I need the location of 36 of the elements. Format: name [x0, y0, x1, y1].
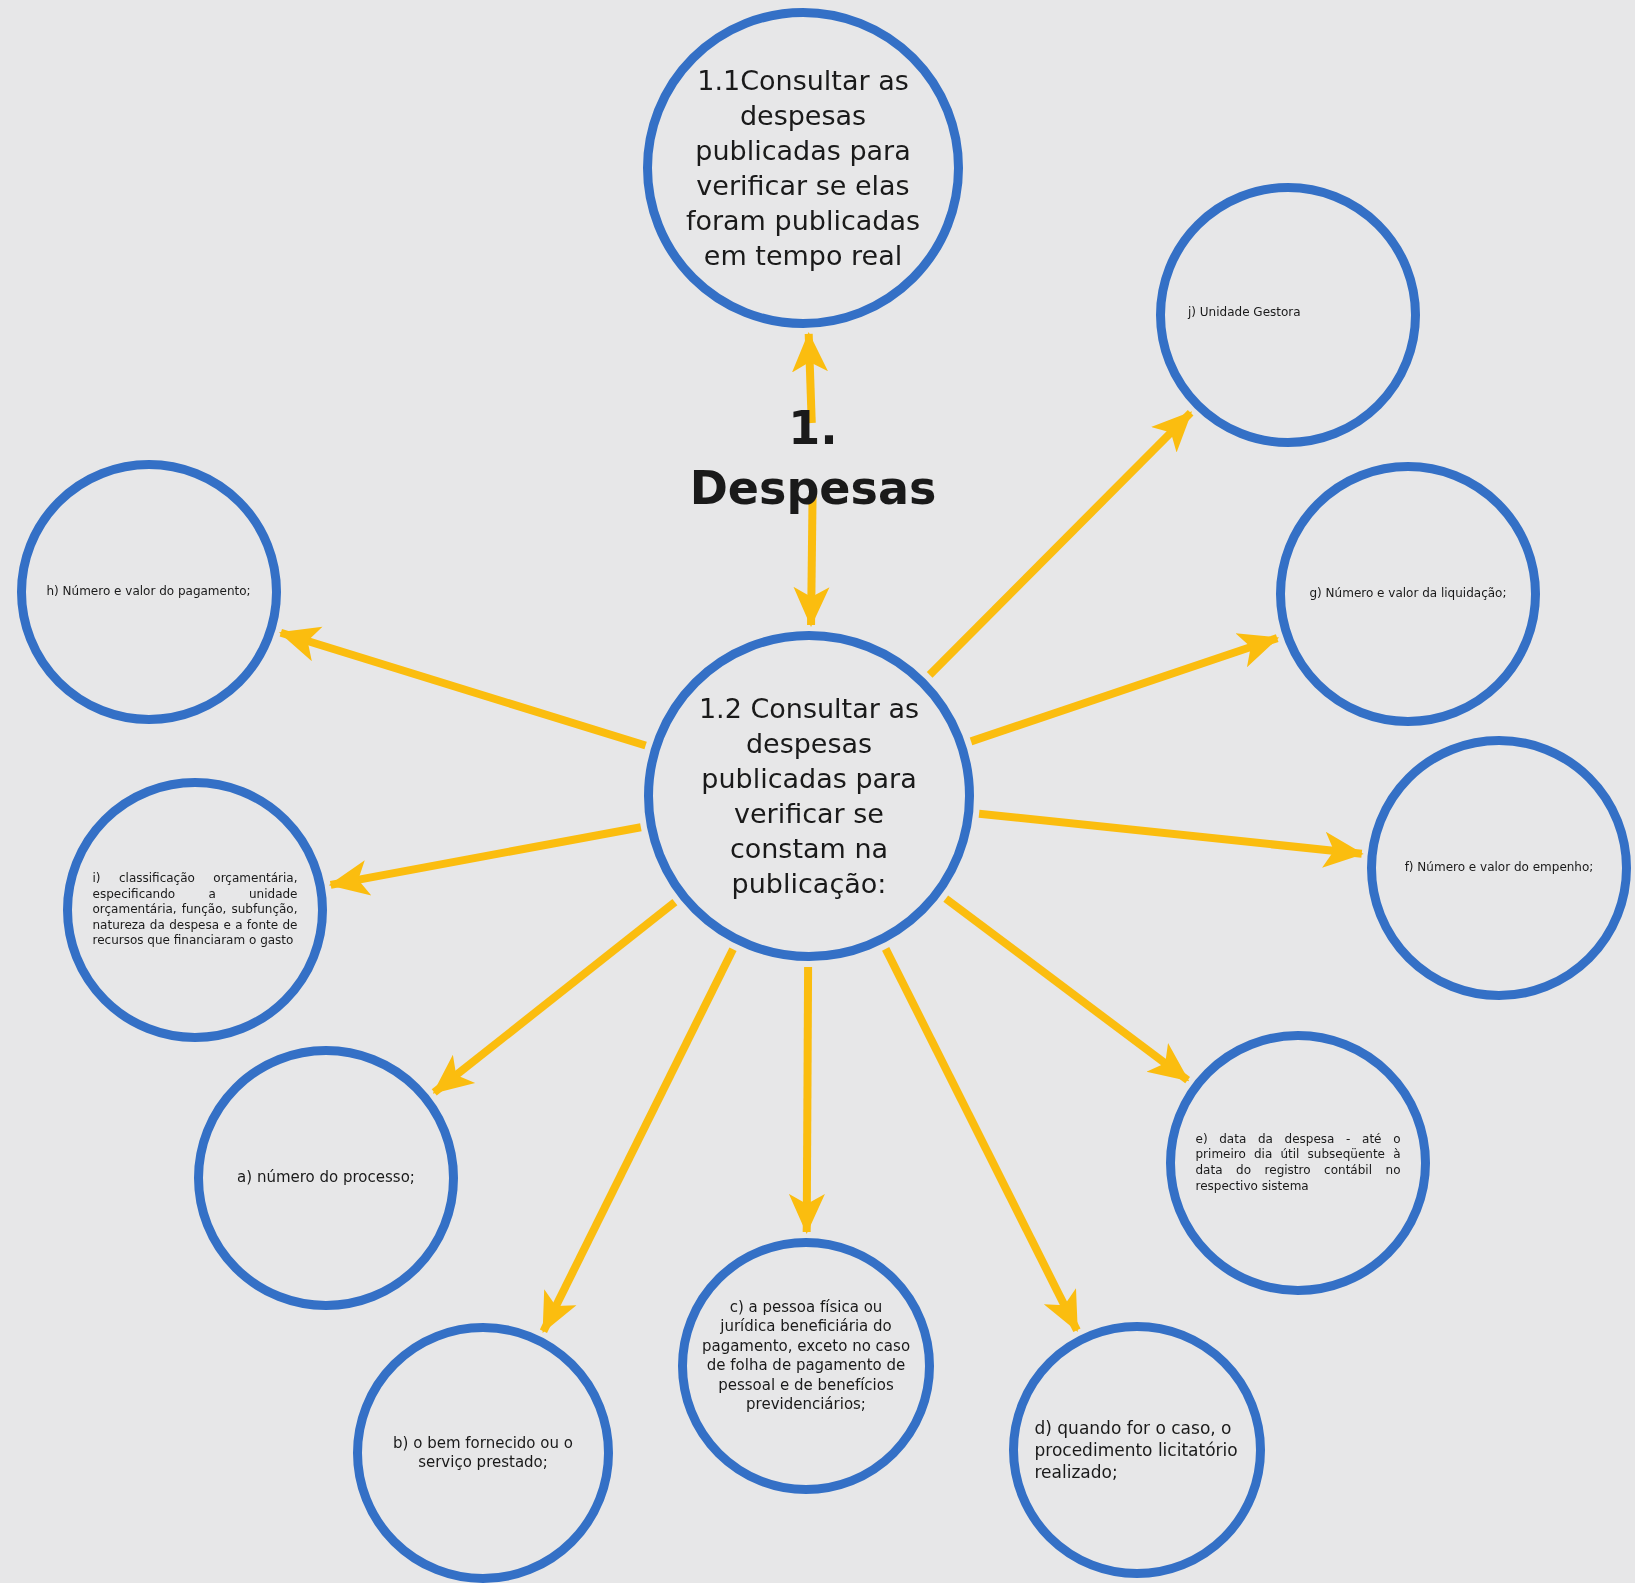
topic-circle [643, 8, 963, 328]
central-title: 1. Despesas [688, 400, 938, 517]
arrow [431, 898, 678, 1096]
arrow [969, 633, 1280, 746]
topic-circle [1009, 1322, 1265, 1578]
topic-circle [678, 1238, 934, 1494]
topic-circle [1276, 462, 1540, 726]
topic-circle [1367, 736, 1631, 1000]
topic-text: f) Número e valor do empenho; [1403, 860, 1595, 876]
arrow [328, 823, 642, 896]
arrow [278, 626, 647, 750]
topic-text: i) classificação orçamentária, especificando a unidade orçamentária, função, subfunção, natureza da despesa e a fonte de recursos que financiaram o gasto [92, 871, 298, 949]
topic-text: j) Unidade Gestora [1188, 305, 1302, 321]
arrow [882, 947, 1081, 1332]
arrow [926, 409, 1194, 678]
topic-text: 1.1Consultar as despesas publicadas para verificar se elas foram publicadas em tempo real [684, 63, 922, 274]
topic-circle [644, 631, 974, 961]
topic-text: g) Número e valor da liquidação; [1308, 586, 1508, 602]
topic-circle [194, 1046, 458, 1310]
topic-circle [1156, 183, 1420, 447]
topic-text: d) quando for o caso, o procedimento licitatório realizado; [1034, 1416, 1239, 1484]
topic-text: a) número do processo; [236, 1168, 416, 1188]
topic-circle [353, 1323, 613, 1583]
arrow [539, 947, 737, 1333]
topic-text: e) data da despesa - até o primeiro dia útil subseqüente à data do registro contábil no respectivo sistema [1195, 1131, 1401, 1195]
arrow [788, 966, 825, 1234]
topic-text: c) a pessoa física ou jurídica beneficiária do pagamento, exceto no caso de folha de pagamento de pessoal e de benefícios previdenciários; [701, 1297, 911, 1415]
topic-circle [1166, 1031, 1430, 1295]
arrow [943, 895, 1191, 1084]
arrow [978, 809, 1364, 868]
topic-text: 1.2 Consultar as despesas publicadas para verificar se constam na publicação: [697, 691, 921, 902]
topic-text: b) o bem fornecido ou o serviço prestado; [392, 1433, 574, 1473]
topic-circle [17, 460, 281, 724]
topic-text: h) Número e valor do pagamento; [46, 584, 252, 600]
topic-circle [63, 778, 327, 1042]
arrow [792, 331, 828, 424]
